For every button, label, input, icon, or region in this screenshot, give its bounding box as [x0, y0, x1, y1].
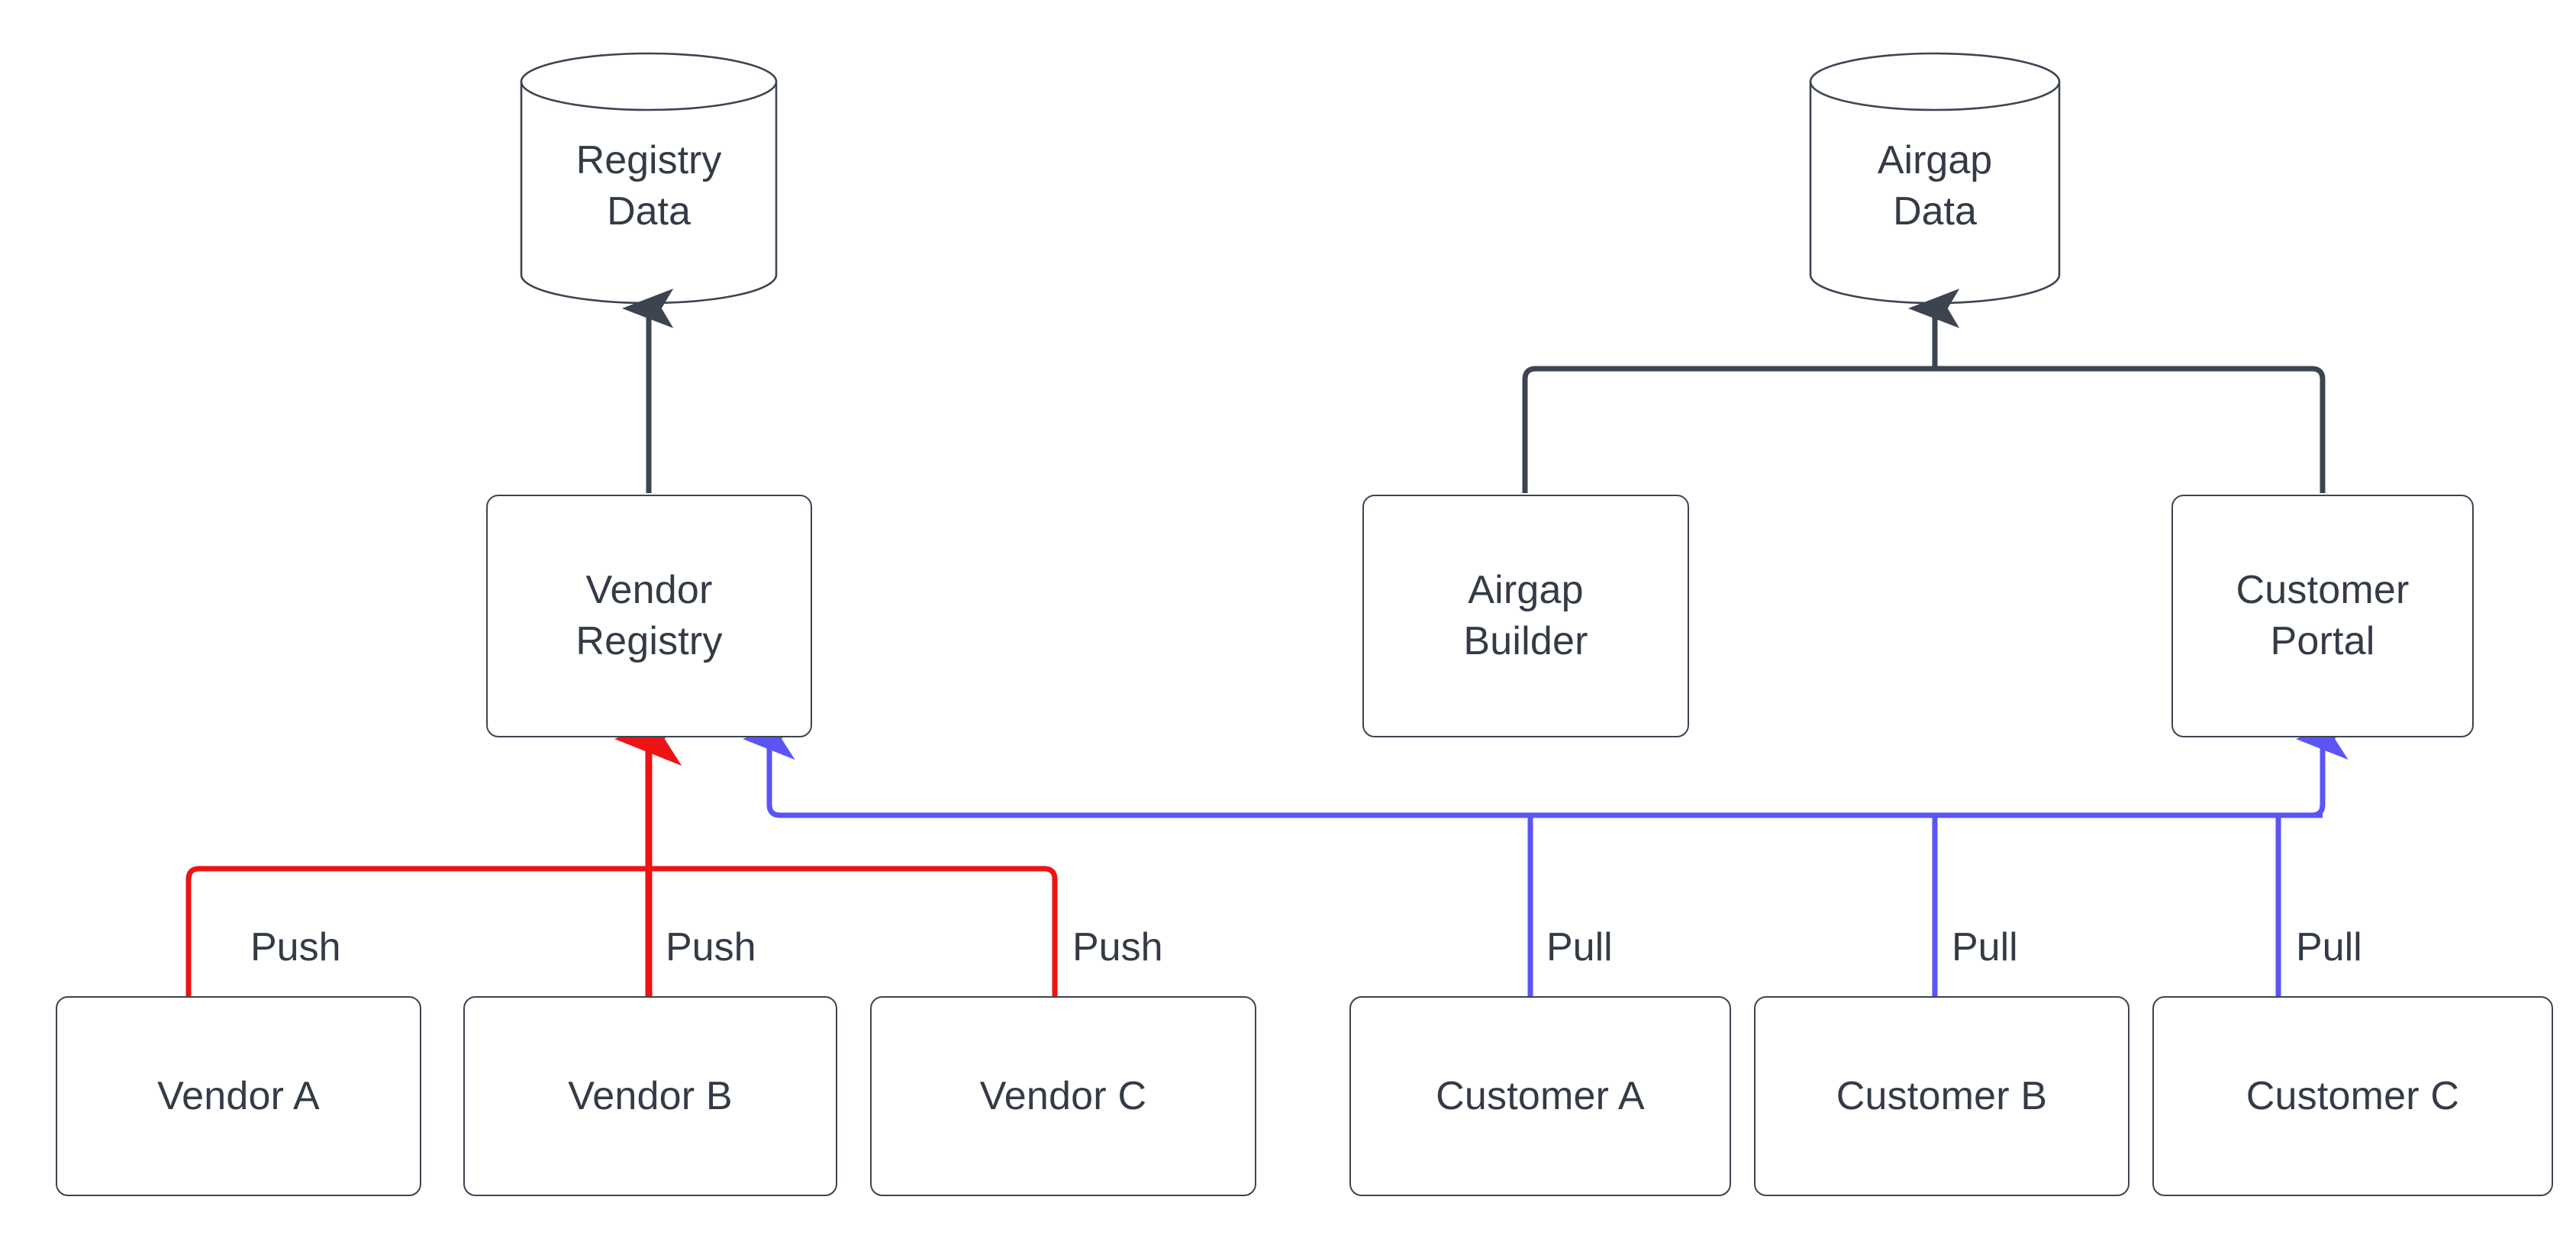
edge-pull-bus-to-vendor-registry: [743, 718, 2323, 818]
node-customer-portal-label: Customer Portal: [2236, 568, 2410, 663]
node-vendor-a[interactable]: Vendor A: [56, 996, 421, 1196]
edge-label-push-vendor-a: Push: [250, 925, 341, 969]
edge-label-push-vendor-c: Push: [1072, 925, 1163, 969]
node-vendor-b[interactable]: Vendor B: [463, 996, 837, 1196]
node-customer-b-label: Customer B: [1836, 1073, 2048, 1118]
registry-data-cylinder-shape: [520, 52, 778, 305]
node-customer-c-label: Customer C: [2246, 1073, 2460, 1118]
edge-label-pull-customer-c: Pull: [2296, 925, 2362, 969]
node-airgap-builder-label: Airgap Builder: [1463, 568, 1588, 663]
node-customer-a-label: Customer A: [1436, 1073, 1645, 1118]
node-vendor-c[interactable]: Vendor C: [870, 996, 1256, 1196]
node-customer-c[interactable]: Customer C: [2152, 996, 2553, 1196]
node-vendor-c-label: Vendor C: [979, 1073, 1147, 1118]
edge-vendor-a-push: [185, 866, 649, 996]
node-customer-a[interactable]: Customer A: [1349, 996, 1731, 1196]
node-vendor-registry[interactable]: Vendor Registry: [486, 495, 812, 737]
airgap-data-cylinder-shape: [1809, 52, 2061, 305]
edge-airgap-builder-to-airgap-data: [1522, 366, 1935, 493]
edge-label-pull-customer-b: Pull: [1952, 925, 2018, 969]
edge-label-push-vendor-b: Push: [666, 925, 756, 969]
node-vendor-registry-label: Vendor Registry: [575, 568, 723, 663]
edge-vendor-c-push: [649, 866, 1058, 996]
node-vendor-a-label: Vendor A: [157, 1073, 320, 1118]
node-customer-portal[interactable]: Customer Portal: [2171, 495, 2474, 737]
node-vendor-b-label: Vendor B: [568, 1073, 733, 1118]
node-airgap-builder[interactable]: Airgap Builder: [1362, 495, 1689, 737]
edge-pull-bus-to-customer-portal: [2278, 718, 2349, 818]
edge-label-pull-customer-a: Pull: [1546, 925, 1613, 969]
node-customer-b[interactable]: Customer B: [1754, 996, 2129, 1196]
edge-customer-portal-to-airgap-data: [1935, 366, 2326, 493]
